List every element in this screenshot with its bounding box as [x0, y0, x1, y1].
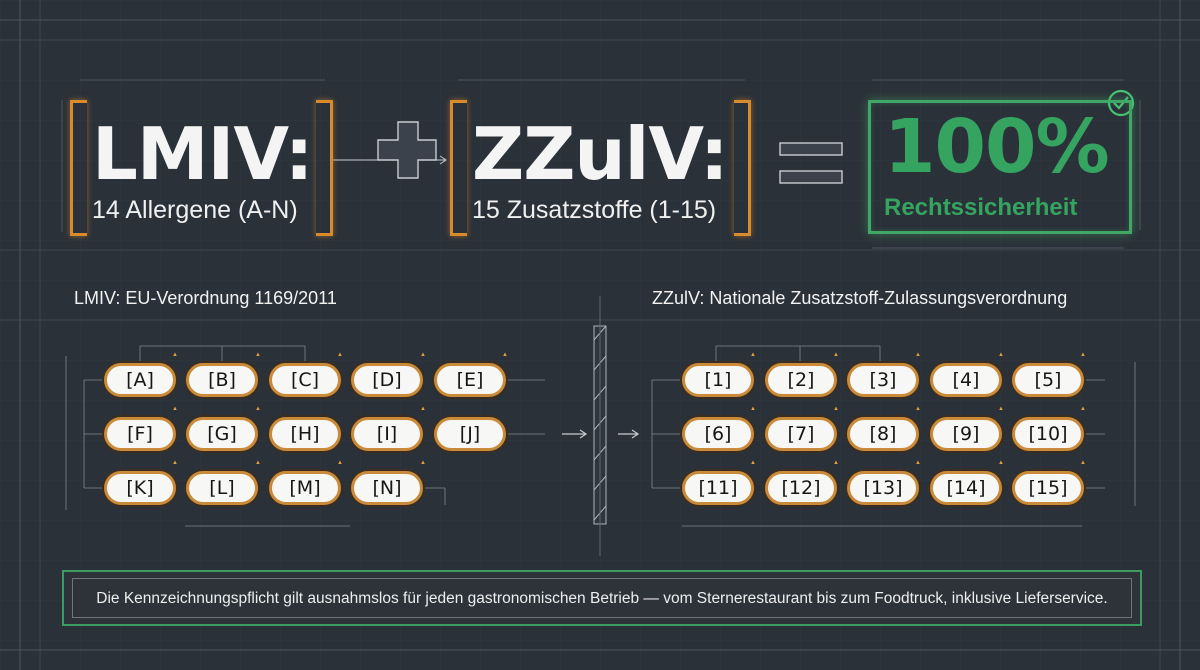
warning-triangle-icon: ▲: [255, 406, 261, 412]
warning-triangle-icon: ▲: [833, 352, 839, 358]
additive-pill: [15]: [1012, 471, 1084, 505]
allergen-pill: [E]: [434, 363, 506, 397]
warning-triangle-icon: ▲: [750, 460, 756, 466]
zzulv-subtitle: 15 Zusatzstoffe (1-15): [472, 196, 717, 224]
allergen-pill: [A]: [104, 363, 176, 397]
warning-triangle-icon: ▲: [172, 406, 178, 412]
result-title: 100%: [884, 104, 1110, 190]
warning-triangle-icon: ▲: [998, 406, 1004, 412]
warning-triangle-icon: ▲: [750, 406, 756, 412]
footer-note: Die Kennzeichnungspflicht gilt ausnahmsl…: [96, 590, 1108, 607]
lmiv-right-bracket: [316, 100, 333, 236]
allergen-pill: [L]: [186, 471, 258, 505]
warning-triangle-icon: ▲: [998, 352, 1004, 358]
warning-triangle-icon: ▲: [915, 352, 921, 358]
additive-pill: [1]: [682, 363, 754, 397]
zzulv-left-bracket: [450, 100, 467, 236]
lmiv-left-bracket: [70, 100, 87, 236]
allergen-pill: [F]: [104, 417, 176, 451]
allergen-pill: [G]: [186, 417, 258, 451]
additive-pill: [4]: [930, 363, 1002, 397]
warning-triangle-icon: ▲: [750, 352, 756, 358]
warning-triangle-icon: ▲: [998, 460, 1004, 466]
warning-triangle-icon: ▲: [420, 406, 426, 412]
allergen-pill: [H]: [269, 417, 341, 451]
additive-pill: [11]: [682, 471, 754, 505]
warning-triangle-icon: ▲: [172, 352, 178, 358]
warning-triangle-icon: ▲: [1080, 406, 1086, 412]
warning-triangle-icon: ▲: [337, 352, 343, 358]
lmiv-title: LMIV:: [92, 112, 314, 196]
additive-pill: [2]: [765, 363, 837, 397]
allergen-pill: [M]: [269, 471, 341, 505]
warning-triangle-icon: ▲: [420, 460, 426, 466]
additive-pill: [10]: [1012, 417, 1084, 451]
lmiv-section-heading: LMIV: EU-Verordnung 1169/2011: [74, 288, 337, 308]
warning-triangle-icon: ▲: [1080, 460, 1086, 466]
zzulv-section-heading: ZZulV: Nationale Zusatzstoff-Zulassungsv…: [652, 288, 1068, 308]
allergen-pill: [B]: [186, 363, 258, 397]
warning-triangle-icon: ▲: [1080, 352, 1086, 358]
allergen-pill: [K]: [104, 471, 176, 505]
allergen-pill: [D]: [351, 363, 423, 397]
zzulv-right-bracket: [734, 100, 751, 236]
additive-pill: [14]: [930, 471, 1002, 505]
additive-pill: [13]: [847, 471, 919, 505]
additive-pill: [5]: [1012, 363, 1084, 397]
warning-triangle-icon: ▲: [915, 460, 921, 466]
result-subtitle: Rechtssicherheit: [884, 194, 1078, 221]
warning-triangle-icon: ▲: [502, 352, 508, 358]
result-frame: [868, 100, 1132, 234]
additive-pill: [6]: [682, 417, 754, 451]
warning-triangle-icon: ▲: [833, 460, 839, 466]
warning-triangle-icon: ▲: [833, 406, 839, 412]
equals-icon: [779, 142, 843, 184]
warning-triangle-icon: ▲: [172, 460, 178, 466]
note-frame: [62, 570, 1142, 626]
additive-pill: [9]: [930, 417, 1002, 451]
warning-triangle-icon: ▲: [337, 460, 343, 466]
allergen-pill: [I]: [351, 417, 423, 451]
warning-triangle-icon: ▲: [420, 352, 426, 358]
allergen-pill: [J]: [434, 417, 506, 451]
additive-pill: [3]: [847, 363, 919, 397]
zzulv-title: ZZulV:: [472, 112, 729, 196]
allergen-pill: [N]: [351, 471, 423, 505]
additive-pill: [7]: [765, 417, 837, 451]
additive-pill: [12]: [765, 471, 837, 505]
warning-triangle-icon: ▲: [255, 460, 261, 466]
allergen-pill: [C]: [269, 363, 341, 397]
warning-triangle-icon: ▲: [915, 406, 921, 412]
note-inner-frame: [72, 578, 1132, 618]
additive-pill: [8]: [847, 417, 919, 451]
lmiv-subtitle: 14 Allergene (A-N): [92, 196, 298, 224]
warning-triangle-icon: ▲: [255, 352, 261, 358]
